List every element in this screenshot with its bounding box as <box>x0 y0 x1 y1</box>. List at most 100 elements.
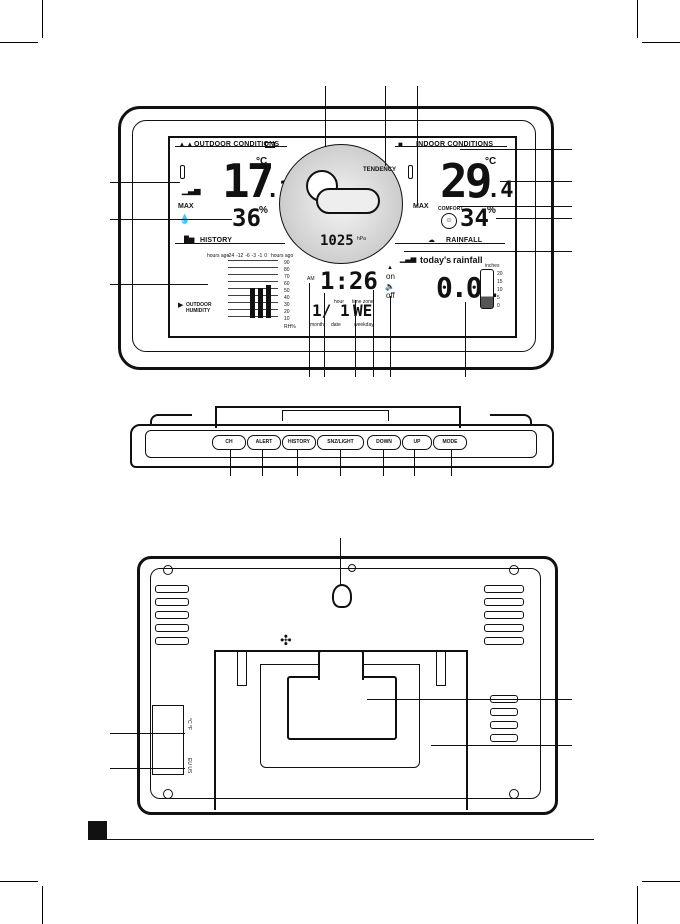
alert-button[interactable]: ALERT <box>247 435 281 450</box>
rain-scale-tick: 15 <box>497 279 503 285</box>
back-inner-outline <box>150 568 541 799</box>
time-ampm: AM <box>307 276 315 282</box>
tendency-label: TENDENCY <box>363 167 397 173</box>
history-header-right: hours ago <box>271 253 294 259</box>
battery-cover-tab[interactable] <box>318 650 364 680</box>
stand-hinge <box>237 650 247 686</box>
outdoor-max-label: MAX <box>178 203 194 210</box>
battery-cover[interactable] <box>287 676 397 740</box>
pressure-unit: hPa <box>357 236 366 242</box>
vent-slot <box>484 598 524 606</box>
vent-slot <box>155 585 189 593</box>
callout-line <box>458 206 572 207</box>
history-hour: -24 <box>227 253 235 259</box>
callout-line <box>500 181 572 182</box>
top-housing <box>130 424 554 468</box>
indoor-title: INDOOR CONDITIONS <box>416 141 494 148</box>
ch-button[interactable]: CH <box>212 435 246 450</box>
rain-gauge-icon <box>480 269 494 309</box>
crop-mark <box>642 42 680 43</box>
vent-slot <box>155 598 189 606</box>
outdoor-humidity: 36 <box>232 204 261 232</box>
history-scale-tick: 90 <box>284 260 290 266</box>
history-scale: 90 80 70 60 50 40 30 20 10 <box>284 260 290 323</box>
outdoor-temp: 17 <box>222 154 274 208</box>
vent-slot <box>490 734 518 742</box>
weekday: WE <box>353 301 373 320</box>
down-button[interactable]: DOWN <box>367 435 401 450</box>
vent-slot <box>484 637 524 645</box>
switch-label-2: EU US <box>186 758 192 773</box>
label-month: month <box>310 322 324 328</box>
history-arrow-icon: ▶ <box>178 302 184 309</box>
keyhole-mount-icon <box>332 584 352 608</box>
callout-line <box>390 296 391 377</box>
screw-icon <box>348 564 356 572</box>
history-hour: -3 <box>251 253 256 259</box>
vent-slot <box>155 611 189 619</box>
label-date: date <box>331 322 341 328</box>
outdoor-humidity-unit: % <box>259 205 268 216</box>
callout-line <box>297 450 298 476</box>
top-stand <box>215 406 461 428</box>
vent-slot <box>155 624 189 632</box>
outdoor-temp-unit: °C <box>256 156 268 167</box>
history-scale-tick: 70 <box>284 274 290 280</box>
indoor-humidity-unit: % <box>487 205 496 216</box>
callout-line <box>340 538 341 586</box>
screw-icon <box>163 789 173 799</box>
rain-signal-icon: ▁▃▅ <box>400 256 417 263</box>
rain-scale-tick: 10 <box>497 287 503 293</box>
rainfall-title: RAINFALL <box>446 237 483 244</box>
history-icon: █▆ <box>184 237 195 244</box>
unit-label-f: °F <box>186 725 192 731</box>
history-scale-tick: 10 <box>284 316 290 322</box>
mode-button[interactable]: MODE <box>433 435 467 450</box>
up-button[interactable]: UP <box>402 435 432 450</box>
alert-off-label: off <box>386 291 395 300</box>
history-bar <box>258 288 263 318</box>
screw-icon <box>509 565 519 575</box>
callout-line <box>262 450 263 476</box>
page-number-box <box>88 821 107 840</box>
top-stand-slot <box>282 410 389 421</box>
history-hour: -12 <box>236 253 244 259</box>
indoor-temp-unit: °C <box>485 156 497 167</box>
snz-light-button[interactable]: SNZ/LIGHT <box>317 435 364 450</box>
outdoor-header-bar <box>175 146 287 147</box>
date-day: 1 <box>340 301 350 320</box>
unit-label-c: °C <box>186 718 192 724</box>
history-button[interactable]: HISTORY <box>282 435 316 450</box>
rainfall-header-bar <box>395 243 505 244</box>
screw-icon <box>163 565 173 575</box>
rain-scale-tick: 5 <box>497 295 500 301</box>
vent-slot <box>484 624 524 632</box>
crop-mark <box>637 886 638 924</box>
crop-mark <box>0 42 38 43</box>
crop-mark <box>0 881 38 882</box>
history-bar <box>250 288 255 318</box>
pressure-value: 1025 <box>320 233 354 249</box>
history-scale-tick: 60 <box>284 281 290 287</box>
vent-slot <box>484 585 524 593</box>
speaker-icon: 🔈 <box>385 282 395 291</box>
vent-slot <box>484 611 524 619</box>
indoor-header-bar <box>395 146 507 147</box>
callout-line <box>110 768 185 769</box>
top-housing-left-edge <box>150 414 192 426</box>
crop-mark <box>42 886 43 924</box>
rain-scale-tick: 0 <box>497 303 500 309</box>
crop-mark <box>637 0 638 38</box>
vent-slot <box>490 721 518 729</box>
footer-rule <box>88 839 594 840</box>
history-scale-tick: 20 <box>284 309 290 315</box>
history-scale-tick: 80 <box>284 267 290 273</box>
callout-line <box>496 218 572 219</box>
callout-line <box>460 149 572 150</box>
callout-line <box>324 293 325 377</box>
history-header-bar <box>175 243 285 244</box>
callout-line <box>325 86 326 146</box>
history-header-left: hours ago <box>207 253 230 259</box>
history-scale-tick: 40 <box>284 295 290 301</box>
history-series-label: OUTDOOR <box>186 302 212 308</box>
